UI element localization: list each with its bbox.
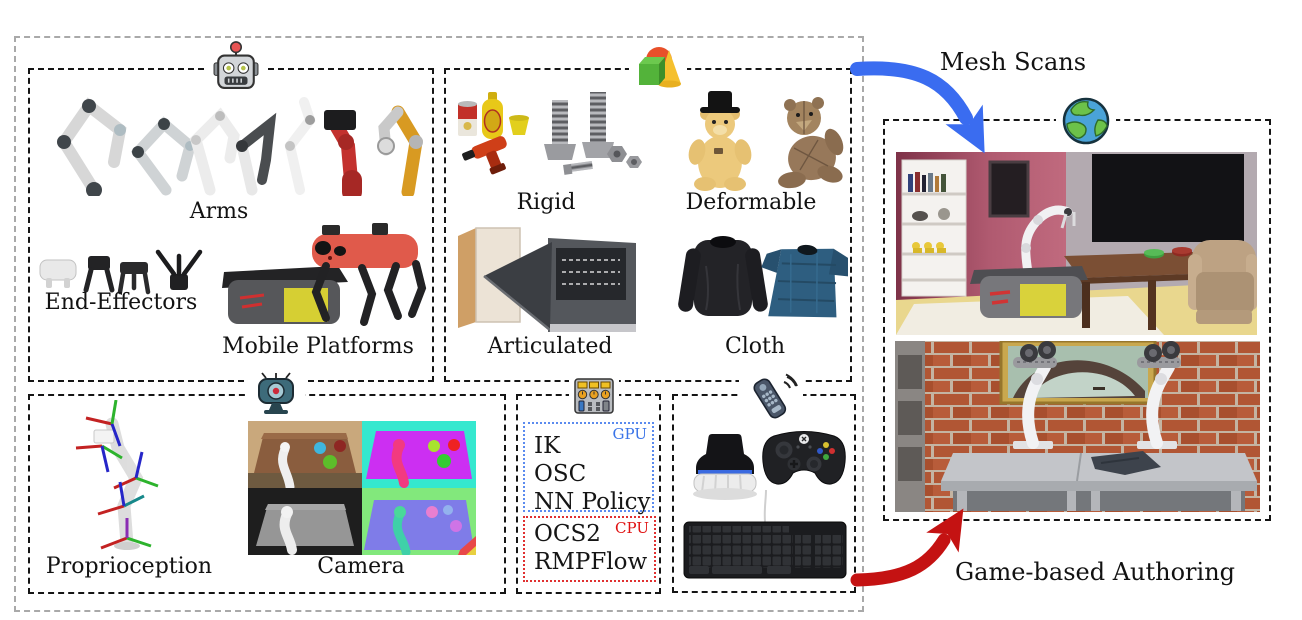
cpu-badge: CPU — [615, 519, 649, 537]
controller-item-rmpflow: RMPFlow — [534, 549, 648, 575]
proprioception-label: Proprioception — [45, 554, 213, 579]
control-panel-icon — [569, 378, 619, 414]
controller-item-ik: IK — [534, 433, 561, 459]
controller-item-ocs2: OCS2 — [534, 521, 601, 547]
spacemouse-illustration — [686, 428, 764, 506]
articulated-label: Articulated — [487, 334, 613, 359]
camera-label: Camera — [317, 554, 405, 579]
cloth-objects-illustration — [676, 226, 848, 332]
deformable-objects-illustration — [682, 86, 847, 192]
cpu-controllers-box: CPU OCS2 RMPFlow — [523, 516, 656, 582]
assets-outer-box — [14, 36, 864, 612]
robots-box — [28, 68, 434, 382]
scene-living-room — [896, 152, 1257, 335]
shapes-icon — [629, 44, 687, 90]
remote-icon — [739, 372, 803, 420]
deformable-label: Deformable — [685, 190, 817, 215]
proprioception-illustration — [72, 400, 220, 550]
rigid-objects-illustration — [452, 88, 648, 190]
articulated-objects-illustration — [452, 216, 648, 334]
gpu-controllers-box: GPU IK OSC NN Policy — [523, 422, 654, 515]
controller-item-osc: OSC — [534, 461, 587, 487]
end-effectors-label: End-Effectors — [44, 290, 198, 315]
game-authoring-arrow — [850, 508, 964, 587]
rigid-label: Rigid — [516, 190, 576, 215]
mobile-platforms-illustration — [220, 222, 432, 336]
game-controller-illustration — [760, 424, 848, 494]
earth-icon — [1056, 96, 1116, 146]
game-based-authoring-label: Game-based Authoring — [954, 558, 1236, 586]
scene-dual-arm — [895, 341, 1260, 512]
mobile-platforms-label: Mobile Platforms — [222, 334, 414, 359]
end-effectors-illustration — [38, 248, 210, 298]
cloth-label: Cloth — [724, 334, 786, 359]
mesh-scans-label: Mesh Scans — [939, 48, 1087, 76]
robot-arms-illustration — [34, 84, 430, 196]
webcam-icon — [247, 372, 305, 416]
keyboard-illustration — [682, 490, 848, 580]
controller-item-nn-policy: NN Policy — [534, 489, 651, 515]
arms-label: Arms — [189, 199, 249, 224]
robot-icon — [208, 40, 264, 92]
gpu-badge: GPU — [612, 425, 647, 443]
camera-views-illustration — [248, 421, 476, 555]
